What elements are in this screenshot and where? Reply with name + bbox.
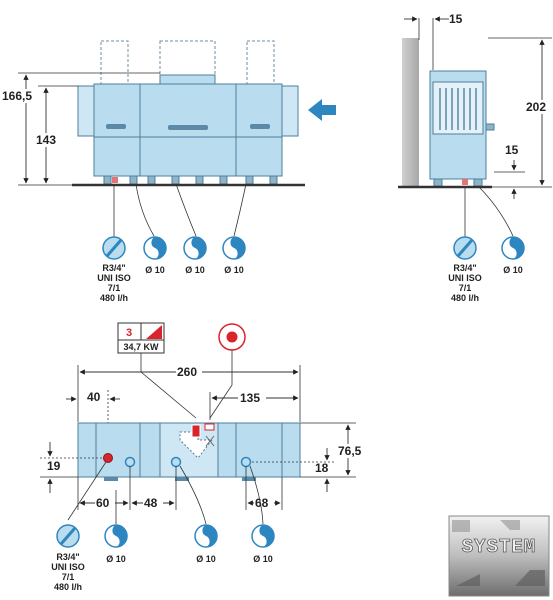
front-inlet-fitting [112,177,118,183]
front-door-handle-3 [250,124,270,129]
side-height-label: 202 [526,100,546,114]
electrical-connection-badge: 3 34,7 KW [117,322,165,354]
front-drain-3-icon [222,236,246,260]
front-left-side [77,85,95,137]
front-feet [103,175,278,185]
top-inlet-spec-2: UNI ISO [51,562,85,572]
top-drain-point-2 [170,456,182,468]
top-drain-point-1 [124,456,136,468]
side-water-inlet-icon [453,236,477,260]
side-drain-icon [501,236,525,260]
front-module-center-lower [139,136,237,177]
front-module-left-upper [93,83,141,138]
front-drain-1-label: Ø 10 [145,265,165,275]
top-inlet-spec-1: R3/4" [56,552,79,562]
front-hood-outline-1 [100,40,129,87]
side-inlet-fitting [462,179,468,185]
top-drain-3-icon [251,524,275,548]
top-inlet-offset-label: 40 [87,390,101,404]
top-drain-y-label: 18 [315,461,329,475]
electrical-power-label: 34,7 KW [123,342,159,352]
front-hood-outline-2 [159,40,216,76]
front-view: 166,5 143 R3/4" UNI ISO 7/1 480 l/h Ø 10… [2,40,336,303]
front-total-height-label: 166,5 [2,89,32,103]
top-inlet-spec-4: 480 l/h [54,582,82,592]
front-water-inlet-icon [102,236,126,260]
top-drain3-x-label: 68 [255,496,269,510]
electrical-phase-label: 3 [126,327,132,339]
top-electric-box [191,424,201,438]
top-electric-offset-label: 135 [240,391,260,405]
front-door-handle-2 [168,125,208,130]
front-drain-1-icon [143,236,167,260]
front-body-height-label: 143 [36,133,56,147]
front-inlet-spec-4: 480 l/h [100,293,128,303]
system-logo: SYSTEM [448,515,550,597]
side-foot-gap-label: 15 [505,143,519,157]
top-drain2-x-label: 48 [144,496,158,510]
side-view: 15 202 15 R3/4" UNI ISO [398,12,552,303]
side-drain-label: Ø 10 [503,265,523,275]
top-inlet-point [103,453,113,463]
front-door-handle-1 [106,124,126,129]
top-center-hood [159,422,219,478]
top-depth-label: 76,5 [338,444,362,458]
top-drain-3-label: Ø 10 [253,554,273,564]
front-module-right-lower [235,136,283,177]
side-inlet-spec-1: R3/4" [453,263,476,273]
electrical-target-icon [218,323,246,351]
side-rack [439,88,477,130]
top-drain-2-icon [194,524,218,548]
top-drain-1-icon [104,524,128,548]
top-drain-1-label: Ø 10 [106,554,126,564]
side-inlet-spec-4: 480 l/h [451,293,479,303]
front-inlet-spec-3: 7/1 [108,283,121,293]
front-drain-2-icon [183,236,207,260]
top-drain-2-label: Ø 10 [196,554,216,564]
front-inlet-spec-2: UNI ISO [97,273,131,283]
top-inlet-spec-3: 7/1 [62,572,75,582]
side-inlet-spec-3: 7/1 [459,283,472,293]
top-length-label: 260 [177,365,197,379]
top-water-inlet-icon [56,524,80,548]
top-drain-point-3 [240,456,252,468]
front-module-right-upper [235,83,283,138]
front-hood-outline-3 [246,40,275,87]
feed-direction-arrow-icon [308,99,336,121]
logo-text: SYSTEM [462,536,536,558]
side-wall [402,38,419,188]
front-inlet-spec-1: R3/4" [102,263,125,273]
front-module-left-lower [93,136,141,177]
front-drain-3-label: Ø 10 [224,265,244,275]
side-inlet-spec-2: UNI ISO [448,273,482,283]
top-drain1-x-label: 60 [96,496,110,510]
top-inlet-y-label: 19 [47,459,61,473]
front-drain-2-label: Ø 10 [185,265,205,275]
front-right-side [281,85,299,137]
side-top-gap-label: 15 [449,12,463,26]
top-view: 3 34,7 KW 260 40 135 [40,322,366,592]
